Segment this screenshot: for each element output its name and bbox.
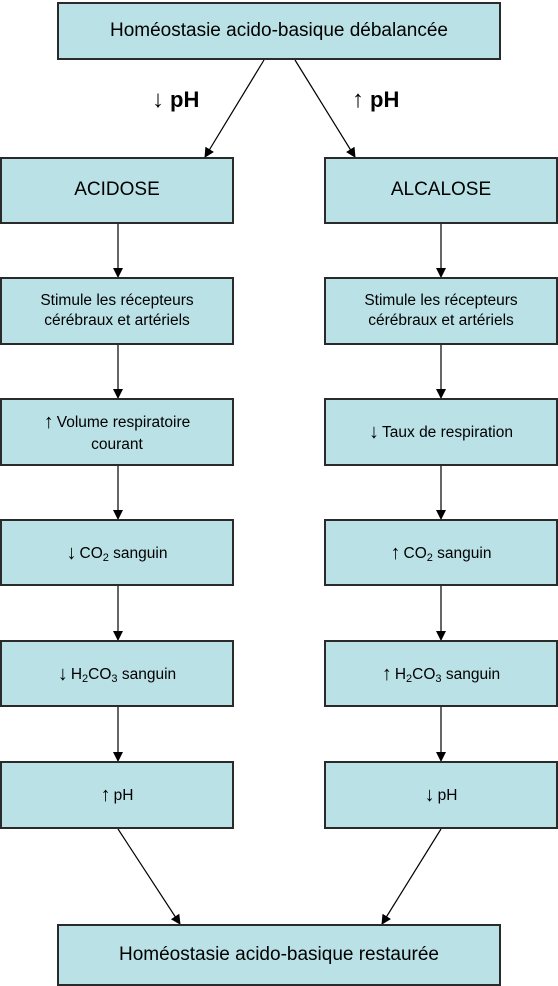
h2co3-h: H xyxy=(70,665,83,683)
left-resp-text: Volume respiratoire courant xyxy=(56,413,191,453)
right-ph-box: ↓pH xyxy=(324,761,558,829)
left-ph-box: ↑pH xyxy=(0,761,234,829)
arrow-top-to-alcalose xyxy=(294,59,356,158)
arrow-right-to-bottom xyxy=(381,828,442,925)
arrow-top-to-acidose xyxy=(204,59,265,158)
arrow-left-to-bottom xyxy=(117,828,181,925)
right-h2co3-label: ↑H2CO3 sanguin xyxy=(382,661,500,687)
alcalose-box: ALCALOSE xyxy=(324,157,558,224)
right-ph-label: ↓pH xyxy=(425,782,458,808)
left-h2co3-box: ↓H2CO3 sanguin xyxy=(0,640,234,707)
right-h2co3-box: ↑H2CO3 sanguin xyxy=(324,640,558,707)
h2co3-sub2: 3 xyxy=(435,672,442,685)
left-ph-label: ↑pH xyxy=(101,782,134,808)
arrow-down-icon: ↓ xyxy=(369,421,380,443)
left-resp-label: ↑Volume respiratoire courant xyxy=(22,409,212,455)
left-co2-box: ↓CO2 sanguin xyxy=(0,519,234,586)
h2co3-co: CO xyxy=(88,665,112,683)
left-stimulate-label: Stimule les récepteurs cérébraux et arté… xyxy=(40,291,194,329)
co2-suffix: sanguin xyxy=(108,544,168,562)
h2co3-sub1: 2 xyxy=(406,672,413,685)
right-ph-text: pH xyxy=(437,787,458,804)
bottom-box: Homéostasie acido-basique restaurée xyxy=(57,924,501,986)
arrow-down-icon: ↓ xyxy=(57,662,68,685)
bottom-box-label: Homéostasie acido-basique restaurée xyxy=(118,943,439,965)
h2co3-suffix: sanguin xyxy=(117,665,177,683)
right-stimulate-label: Stimule les récepteurs cérébraux et arté… xyxy=(364,291,518,329)
right-co2-label: ↑CO2 sanguin xyxy=(391,540,492,566)
co2-formula: CO xyxy=(403,544,427,562)
left-ph-text: pH xyxy=(113,787,134,804)
arrow-up-icon: ↑ xyxy=(43,410,54,433)
left-branch-text: pH xyxy=(170,87,200,112)
left-branch-label: ↓pH xyxy=(152,86,199,114)
right-branch-text: pH xyxy=(370,87,400,112)
acidose-box: ACIDOSE xyxy=(0,157,234,224)
h2co3-sub1: 2 xyxy=(82,672,89,685)
arrow-down-icon: ↓ xyxy=(66,541,77,564)
top-box: Homéostasie acido-basique débalancée xyxy=(57,2,501,60)
co2-subscript: 2 xyxy=(426,551,433,564)
right-co2-box: ↑CO2 sanguin xyxy=(324,519,558,586)
left-resp-box: ↑Volume respiratoire courant xyxy=(0,398,234,466)
h2co3-sub2: 3 xyxy=(111,672,118,685)
left-co2-label: ↓CO2 sanguin xyxy=(67,540,168,566)
left-h2co3-label: ↓H2CO3 sanguin xyxy=(58,661,176,687)
arrow-up-icon: ↑ xyxy=(100,784,111,806)
arrow-up-icon: ↑ xyxy=(381,662,392,685)
arrow-down-icon: ↓ xyxy=(424,784,435,806)
co2-suffix: sanguin xyxy=(432,544,492,562)
right-resp-label: ↓Taux de respiration xyxy=(369,419,513,445)
arrow-down-icon: ↓ xyxy=(152,86,164,113)
h2co3-suffix: sanguin xyxy=(441,665,501,683)
right-resp-box: ↓Taux de respiration xyxy=(324,398,558,466)
h2co3-h: H xyxy=(394,665,407,683)
co2-formula: CO xyxy=(79,544,103,562)
acidose-label: ACIDOSE xyxy=(74,179,160,201)
h2co3-co: CO xyxy=(412,665,436,683)
co2-subscript: 2 xyxy=(102,551,109,564)
arrow-up-icon: ↑ xyxy=(352,86,364,113)
arrow-up-icon: ↑ xyxy=(390,541,401,564)
top-box-label: Homéostasie acido-basique débalancée xyxy=(109,19,448,41)
left-stimulate-box: Stimule les récepteurs cérébraux et arté… xyxy=(0,277,234,345)
right-stimulate-box: Stimule les récepteurs cérébraux et arté… xyxy=(324,277,558,345)
alcalose-label: ALCALOSE xyxy=(390,179,492,201)
right-resp-text: Taux de respiration xyxy=(382,424,513,441)
right-branch-label: ↑pH xyxy=(352,86,399,114)
